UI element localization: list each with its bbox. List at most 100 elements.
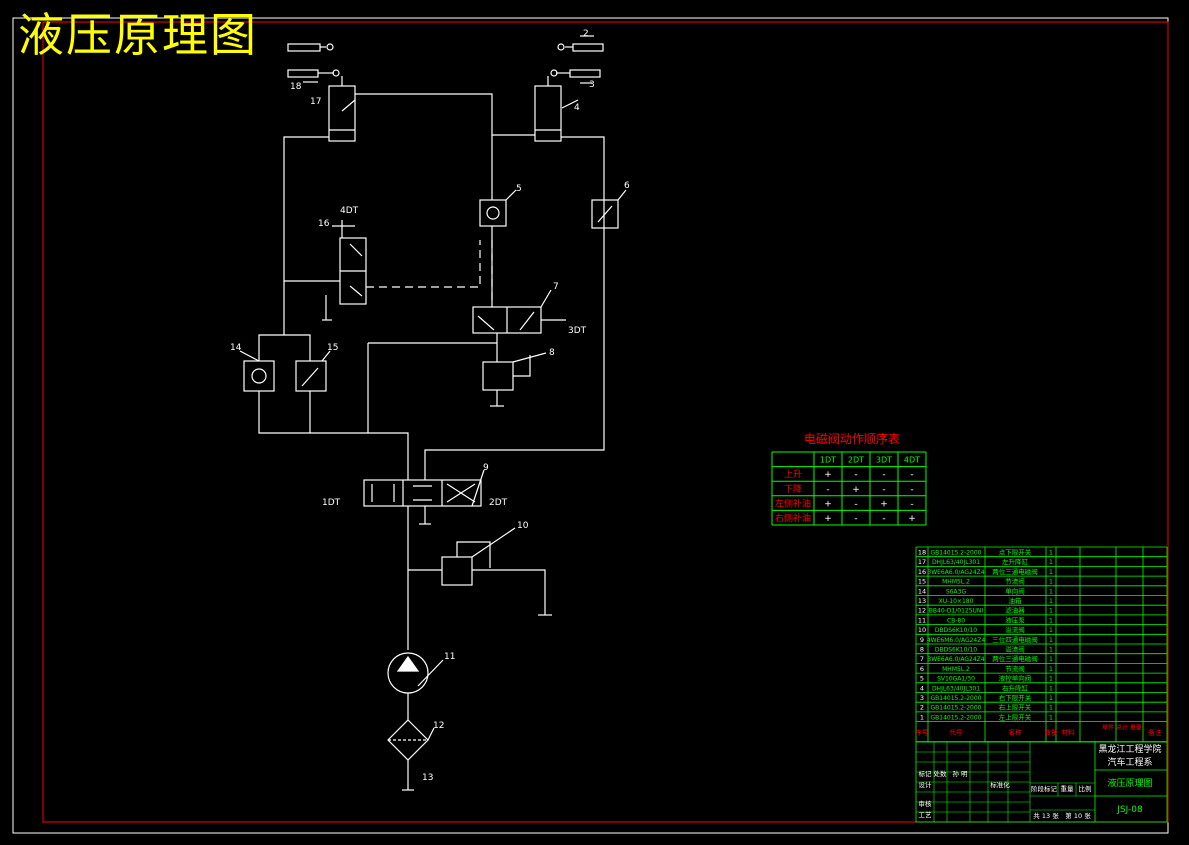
sequence-row-label: 下降 — [784, 483, 802, 495]
sequence-header-3DT: 3DT — [876, 456, 892, 465]
title-label-sheets: 共 13 张 — [1033, 811, 1059, 820]
sequence-cell: - — [854, 514, 857, 524]
label-17: 17 — [310, 97, 321, 107]
sequence-header-2DT: 2DT — [848, 456, 864, 465]
title-label-design: 设计 — [919, 780, 933, 789]
part-no: 11 — [918, 616, 926, 624]
title-label-sheet: 第 10 张 — [1065, 811, 1091, 820]
part-code: BB40-D1/0125UNI — [929, 608, 984, 615]
inner-frame — [42, 21, 1169, 823]
relief-valve-10 — [441, 556, 473, 586]
drawing-name: 液压原理图 — [1107, 777, 1152, 789]
part-code: SV10GA1/30 — [937, 676, 975, 683]
label-16: 16 — [318, 219, 330, 229]
label-2: 2 — [583, 29, 589, 39]
part-code: 4WE6M6.0/AG24Z4 — [927, 637, 985, 644]
circuit-lines — [239, 35, 627, 791]
part-name: 溢流阀 — [1005, 625, 1025, 634]
label-12: 12 — [433, 721, 444, 731]
part-qty: 1 — [1049, 558, 1053, 566]
page-title: 液压原理图 — [18, 8, 258, 62]
sequence-cell: - — [910, 470, 913, 480]
label-10: 10 — [517, 521, 529, 531]
part-qty: 1 — [1049, 597, 1053, 605]
relief-valve-8 — [482, 361, 514, 391]
title-label-weight: 重量 — [1061, 785, 1075, 793]
part-name: 节流阀 — [1005, 664, 1025, 673]
sequence-cell: + — [880, 499, 888, 509]
part-qty: 1 — [1049, 616, 1053, 624]
department-name: 汽车工程系 — [1107, 756, 1152, 768]
part-code: 3WE6A6.0/AG24Z4 — [927, 656, 984, 663]
sequence-table-title: 电磁阀动作顺序表 — [804, 431, 900, 446]
part-code: GB14015.2-2000 — [930, 705, 981, 712]
label-18: 18 — [290, 82, 302, 92]
part-name: 滤油器 — [1005, 606, 1025, 615]
part-qty: 1 — [1049, 675, 1053, 683]
part-no: 12 — [918, 607, 926, 615]
part-no: 1 — [920, 713, 924, 721]
title-label-process: 工艺 — [919, 811, 933, 819]
cylinder-17 — [328, 85, 356, 142]
sequence-cell: + — [908, 514, 916, 524]
parts-header-qty: 数量 — [1045, 728, 1059, 737]
label-6: 6 — [624, 181, 630, 191]
title-label-count: 处数 — [934, 769, 948, 778]
title-label-mark: 标记 — [919, 769, 933, 778]
title-label-stage: 阶段标记 — [1031, 784, 1058, 793]
part-no: 2 — [920, 704, 924, 712]
label-5: 5 — [516, 184, 522, 194]
part-name: 右升降缸 — [1002, 683, 1029, 692]
part-qty: 1 — [1049, 578, 1053, 586]
part-no: 17 — [918, 558, 926, 566]
part-code: DBDS6K10/10 — [935, 647, 977, 654]
part-code: MHM5L.2 — [942, 579, 970, 586]
label-7: 7 — [553, 282, 559, 292]
part-code: DHJL63/40JL301 — [932, 559, 980, 566]
part-name: 溢流阀 — [1005, 645, 1025, 654]
part-code: XU-10×180 — [939, 598, 974, 605]
part-name: 右上限开关 — [999, 703, 1032, 712]
sequence-cell: - — [910, 485, 913, 495]
sequence-cell: + — [824, 514, 832, 524]
label-15: 15 — [327, 343, 338, 353]
part-no: 16 — [918, 568, 926, 576]
label-4dt: 4DT — [340, 206, 359, 216]
part-code: DBDS6K10/10 — [935, 627, 977, 634]
title-label-standard: 标准化 — [990, 780, 1010, 789]
part-qty: 1 — [1049, 646, 1053, 654]
title-label-review: 审核 — [919, 799, 933, 808]
part-code: GB14015.2-2000 — [930, 695, 981, 702]
label-11: 11 — [444, 652, 455, 662]
part-qty: 1 — [1049, 665, 1053, 673]
part-no: 9 — [920, 636, 924, 644]
part-name: 两位三通电磁阀 — [992, 654, 1038, 663]
part-no: 6 — [920, 665, 924, 673]
part-name: 两位三通电磁阀 — [992, 567, 1038, 576]
sequence-cell: + — [852, 485, 860, 495]
sequence-cell: + — [824, 499, 832, 509]
part-no: 3 — [920, 694, 924, 702]
title-block: 黑龙江工程学院汽车工程系液压原理图JSJ-08标记处数设计孙 明标准化审核工艺阶… — [915, 741, 1168, 823]
label-2dt: 2DT — [489, 498, 508, 508]
part-code: 3WE6A6.0/AG24Z4 — [927, 569, 984, 576]
part-qty: 1 — [1049, 704, 1053, 712]
cylinder-4 — [534, 85, 562, 142]
parts-header-note: 备注 — [1149, 728, 1163, 737]
sequence-cell: + — [824, 470, 832, 480]
part-name: 左上限开关 — [999, 712, 1032, 721]
part-name: 左升降缸 — [1002, 557, 1029, 566]
part-name: 油箱 — [1009, 596, 1023, 605]
parts-header-weight: 单件 总计 重量 — [1102, 724, 1142, 732]
parts-header-no: 序号 — [916, 728, 930, 737]
sequence-cell: - — [826, 485, 829, 495]
part-qty: 1 — [1049, 626, 1053, 634]
label-13: 13 — [422, 773, 433, 783]
part-qty: 1 — [1049, 655, 1053, 663]
part-no: 14 — [918, 587, 926, 595]
part-no: 5 — [920, 675, 924, 683]
title-label-scale: 比例 — [1079, 784, 1092, 793]
sequence-header-4DT: 4DT — [904, 456, 920, 465]
